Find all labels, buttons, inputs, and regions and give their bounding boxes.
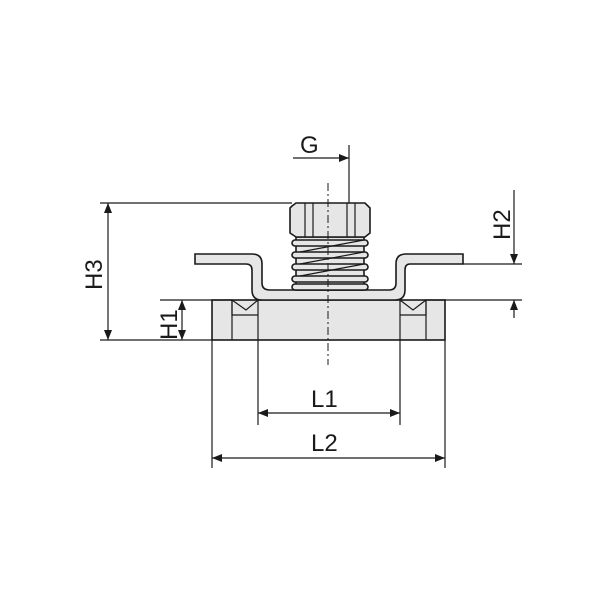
dimension-h1: H1 (156, 299, 232, 340)
dimension-h3: H3 (81, 202, 292, 341)
label-h2: H2 (489, 209, 516, 240)
dimension-h2: H2 (426, 190, 522, 318)
label-h3: H3 (81, 259, 108, 290)
hex-nut (289, 202, 371, 238)
label-h1: H1 (156, 309, 183, 340)
label-l2: L2 (311, 430, 338, 457)
spring (291, 236, 369, 291)
dimension-g: G (293, 132, 350, 203)
dimension-l1: L1 (257, 340, 401, 425)
label-g: G (300, 132, 319, 159)
dimension-l2: L2 (211, 340, 446, 468)
label-l1: L1 (311, 386, 338, 413)
